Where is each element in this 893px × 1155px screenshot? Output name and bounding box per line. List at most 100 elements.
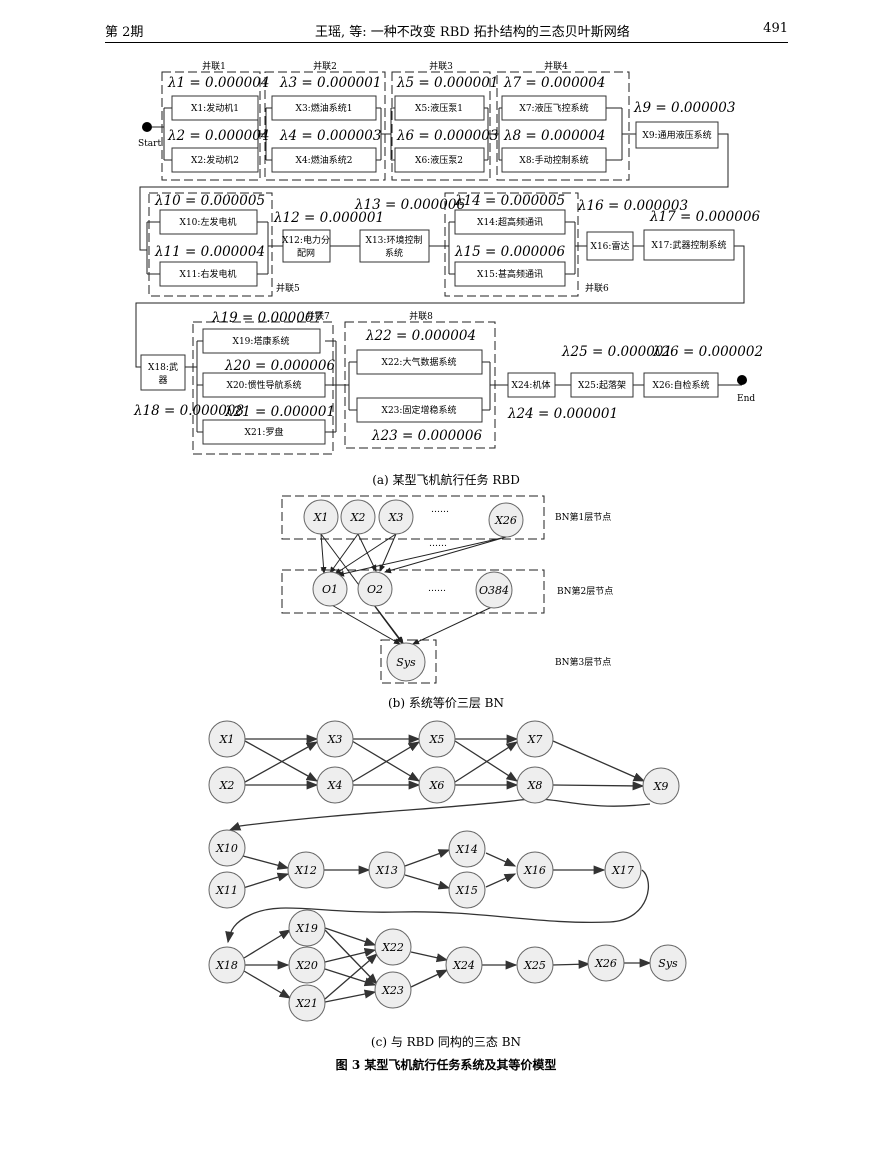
bn-iso-node-label: X2 [219,779,235,792]
bn-layer3-label: BN第3层节点 [555,656,611,668]
bn-iso-node-label: X18 [215,959,238,972]
svg-text:X3: X3 [388,511,404,524]
bn-iso-node [448,830,486,868]
caption-b: (b) 系统等价三层 BN [388,696,504,710]
lambda-5: λ5 = 0.000001 [396,75,498,91]
lambda-22: λ22 = 0.000004 [365,328,476,344]
bn-iso-node-label: X21 [295,997,318,1010]
rbd-diagram: 并联1 并联2 并联3 并联4 并联5 并联6 并联7 并联8 Start X1… [133,60,763,455]
issue-number: 第 2期 [105,25,144,40]
start-label: Start [138,139,161,149]
bn-iso-node-label: X13 [375,864,398,877]
rbd-wires-row1 [139,107,729,251]
svg-text:X17:武器控制系统: X17:武器控制系统 [652,239,727,251]
group-frame-2 [264,71,386,181]
svg-text:配网: 配网 [297,248,315,259]
bn-iso-node [288,946,326,984]
caption-c: (c) 与 RBD 同构的三态 BN [371,1034,521,1049]
lambda-19: λ19 = 0.000007 [211,310,322,326]
svg-text:X4:燃油系统2: X4:燃油系统2 [296,154,353,166]
bn-iso-node [316,766,354,804]
rbd-box-x11 [159,261,258,287]
group-label-8: 并联8 [409,310,433,322]
rbd-box-x23 [356,397,483,423]
svg-text:X21:罗盘: X21:罗盘 [245,426,284,438]
svg-text:X12:电力分: X12:电力分 [282,234,330,246]
group-label-7: 并联7 [306,310,330,322]
group-frame-4 [496,71,630,181]
svg-text:X2: X2 [350,511,366,524]
bn-iso-node [374,971,412,1009]
svg-text:X6:液压泵2: X6:液压泵2 [415,154,463,166]
lambda-23: λ23 = 0.000006 [371,428,482,444]
bn-layer1-frame [281,495,545,540]
svg-text:X1:发动机1: X1:发动机1 [191,102,239,114]
bn-iso-node [516,720,554,758]
svg-text:X26:自检系统: X26:自检系统 [653,379,710,391]
svg-text:Sys: Sys [396,656,416,669]
group-label-1: 并联1 [202,60,226,72]
bn-iso-node-label: X19 [295,922,318,935]
svg-text:……: …… [428,584,446,594]
lambda-25: λ25 = 0.000001 [561,344,672,360]
bn-iso-node [445,946,483,984]
bn-iso-node-label: X9 [653,780,669,793]
bn-iso-node [374,928,412,966]
rbd-box-x25 [570,372,634,398]
svg-text:器: 器 [158,375,167,386]
rbd-box-x22 [356,349,483,375]
bn-iso-node [287,851,325,889]
bn-iso-node-label: X16 [523,864,546,877]
group-frame-5 [148,192,273,297]
svg-text:X26: X26 [494,514,517,527]
svg-text:X2:发动机2: X2:发动机2 [191,154,239,166]
rbd-box-x19 [202,328,321,354]
svg-text:X23:固定增稳系统: X23:固定增稳系统 [382,404,457,416]
bn-iso-node [368,851,406,889]
bn-iso-node-label: X4 [327,779,343,792]
svg-text:O384: O384 [479,584,509,597]
lambda-26: λ26 = 0.000002 [652,344,763,360]
rbd-wires-row2 [135,221,745,368]
svg-text:X19:塔康系统: X19:塔康系统 [233,335,290,347]
rbd-box-x6 [394,147,485,173]
bn-edges [320,533,507,645]
bn-layer1-nodes: X1 X2 X3 X26 …… …… [303,499,524,549]
bn-iso-node [418,766,456,804]
lambda-13: λ13 = 0.000006 [354,197,465,213]
bn-iso-node [642,767,680,805]
group-label-3: 并联3 [429,60,453,72]
caption-a: (a) 某型飞机航行任务 RBD [372,472,520,487]
svg-text:O1: O1 [322,583,338,596]
bn-iso-node-label: X11 [215,884,238,897]
start-dot [142,122,152,132]
rbd-box-x8 [501,147,607,173]
lambda-2: λ2 = 0.000004 [167,128,269,144]
bn-layer1-label: BN第1层节点 [555,511,611,523]
bn-iso-node-label: X7 [527,733,543,746]
svg-text:X1: X1 [313,511,329,524]
svg-text:X22:大气数据系统: X22:大气数据系统 [382,356,457,368]
end-label: End [737,394,755,404]
rbd-box-x26 [643,372,719,398]
svg-text:X3:燃油系统1: X3:燃油系统1 [296,102,353,114]
group-label-6: 并联6 [585,282,609,294]
group-frame-7 [192,321,334,455]
bn-iso-edges [225,734,652,1003]
svg-text:X14:超高频通讯: X14:超高频通讯 [477,216,543,228]
lambda-1: λ1 = 0.000004 [167,75,269,91]
group-label-4: 并联4 [544,60,568,72]
rbd-box-x14 [454,209,566,235]
bn-iso-node [516,766,554,804]
bn-iso-node-label: X26 [594,957,617,970]
lambda-12: λ12 = 0.000001 [273,210,384,226]
svg-text:……: …… [429,539,447,549]
lambda-11: λ11 = 0.000004 [154,244,265,260]
bn-iso-node [208,720,246,758]
rbd-box-x5 [394,95,485,121]
bn-layer2-frame [281,569,545,614]
bn-layer2-label: BN第2层节点 [557,585,613,597]
